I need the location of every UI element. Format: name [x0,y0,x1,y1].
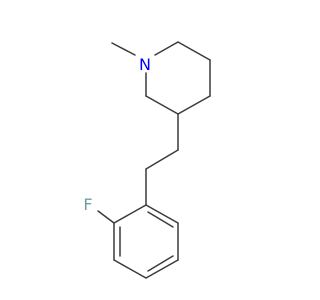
bond-methyl-n [111,42,136,56]
bond-c5-c6 [145,95,179,115]
bond-ar3-ar4 [145,259,179,279]
molecule-structure-diagram: N F [83,41,211,279]
bond-ar4-ar5 [113,259,147,279]
bond-ar3-ar4-double [147,255,174,272]
bond-ar6-f [97,210,115,224]
bond-c2-c3 [177,41,211,61]
bond-ch2a-ch2b [145,149,179,170]
bond-ar1-ar2 [145,204,179,224]
bond-ar1-ar2-double [147,211,174,228]
bond-n-c2 [154,41,179,56]
bond-c4-c5 [177,95,211,115]
atom-label-fluorine: F [83,195,92,214]
atom-label-nitrogen: N [139,55,151,74]
bond-ar6-ar1 [113,204,147,224]
